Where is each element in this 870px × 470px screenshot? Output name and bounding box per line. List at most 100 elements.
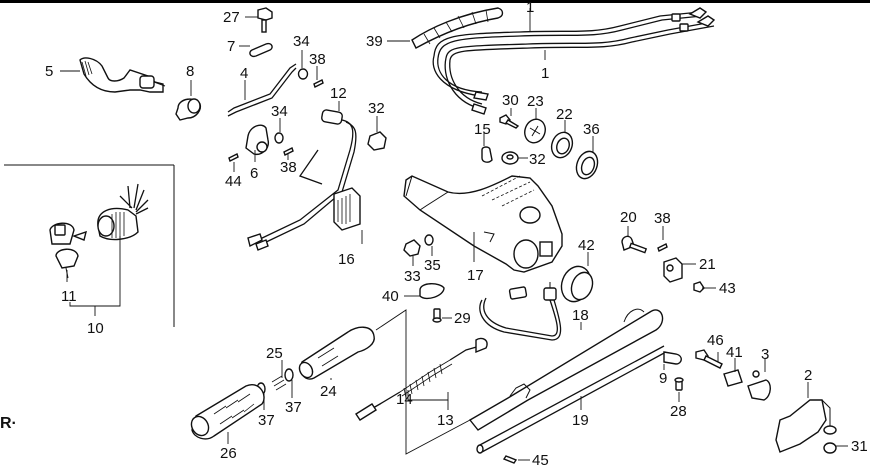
label-36: 36 (583, 121, 600, 138)
part-32-nut-lower (501, 151, 519, 165)
part-18-handle-pipe (468, 308, 664, 431)
part-30-bolt (499, 114, 520, 129)
part-3-arm (747, 370, 771, 401)
label-5: 5 (45, 63, 53, 80)
label-31: 31 (851, 438, 868, 455)
label-40: 40 (382, 288, 399, 305)
part-22-seal (550, 131, 574, 159)
label-38-c: 38 (654, 210, 671, 227)
part-31-nut (823, 442, 837, 454)
label-22: 22 (556, 106, 573, 123)
part-16-unit (333, 187, 361, 231)
part-26-grip (190, 384, 265, 440)
label-8: 8 (186, 63, 194, 80)
label-15: 15 (474, 121, 491, 138)
label-33: 33 (404, 268, 421, 285)
part-4-rod (227, 63, 297, 117)
group-bracket-13 (375, 309, 471, 455)
label-13: 13 (437, 412, 454, 429)
part-19-shaft (476, 345, 667, 454)
part-21-holder (663, 257, 683, 283)
label-4: 4 (240, 65, 248, 82)
label-44: 44 (225, 173, 242, 190)
part-1-throttle-cables (432, 7, 716, 115)
part-13-cable-assembly (355, 391, 401, 421)
part-40-clamp (419, 283, 445, 300)
part-36-seal (575, 150, 599, 180)
part-41-collar (723, 369, 743, 387)
part-10-ignition-switch (97, 183, 149, 241)
part-23-grommet (524, 118, 546, 144)
handle-wire-harness (479, 282, 562, 341)
part-20-bolt (621, 235, 648, 254)
part-44-pin (228, 153, 239, 162)
label-43: 43 (719, 280, 736, 297)
part-37-washer-2 (284, 368, 294, 382)
label-29: 29 (454, 310, 471, 327)
part-45-pin (502, 455, 518, 464)
label-45: 45 (532, 452, 549, 469)
label-11: 11 (61, 288, 77, 305)
part-32-nut (367, 131, 387, 151)
label-34-b: 34 (271, 103, 288, 120)
part-38-pin-2 (283, 147, 294, 156)
part-33-nut (403, 239, 421, 257)
switch-inset-box (4, 164, 175, 327)
label-30: 30 (502, 92, 519, 109)
label-3: 3 (761, 346, 769, 363)
label-42: 42 (578, 237, 595, 254)
label-1: 1 (526, 0, 534, 16)
label-38: 38 (309, 51, 326, 68)
label-37: 37 (258, 412, 275, 429)
part-17-handle-bracket (403, 175, 563, 273)
label-19: 19 (572, 412, 589, 429)
label-28: 28 (670, 403, 687, 420)
part-34-washer-lower (274, 132, 284, 144)
part-29-screw (432, 308, 442, 323)
label-26: 26 (220, 445, 237, 462)
part-8-clamp (175, 98, 202, 121)
label-39: 39 (366, 33, 383, 50)
part-46-bolt (695, 349, 723, 369)
corner-mark: R· (0, 415, 17, 432)
label-41: 41 (726, 344, 743, 361)
part-14-spring (399, 337, 488, 399)
part-28-screw (674, 377, 684, 391)
label-46: 46 (707, 332, 724, 349)
label-16: 16 (338, 251, 355, 268)
label-20: 20 (620, 209, 637, 226)
part-27-bolt (257, 7, 273, 33)
label-27: 27 (223, 9, 240, 26)
label-24: 24 (320, 383, 337, 400)
part-25-spring (271, 375, 287, 391)
label-2: 2 (804, 367, 812, 384)
label-6: 6 (250, 165, 258, 182)
label-37-b: 37 (285, 399, 302, 416)
part-2-bracket (775, 399, 837, 453)
part-34-washer (297, 68, 309, 80)
part-12-switch-harness (247, 109, 357, 251)
label-10: 10 (87, 320, 104, 337)
label-34: 34 (293, 33, 310, 50)
part-5-lever (79, 57, 166, 93)
label-17: 17 (467, 267, 484, 284)
label-21: 21 (699, 256, 716, 273)
part-35-washer (424, 234, 434, 246)
part-43-nut (693, 281, 705, 293)
leader-lines (60, 8, 848, 461)
part-7-link (249, 42, 273, 58)
part-24-grip-holder (298, 326, 375, 380)
label-9: 9 (659, 370, 667, 387)
label-7: 7 (227, 38, 235, 55)
part-38-pin (313, 79, 324, 88)
label-18: 18 (572, 307, 589, 324)
part-39-spiral-tube (411, 7, 504, 49)
label-25: 25 (266, 345, 283, 362)
label-32-b: 32 (529, 151, 546, 168)
label-1-b: 1 (541, 65, 549, 82)
part-15-clip (481, 146, 493, 163)
part-11-key (49, 222, 87, 279)
label-38-b: 38 (280, 159, 297, 176)
